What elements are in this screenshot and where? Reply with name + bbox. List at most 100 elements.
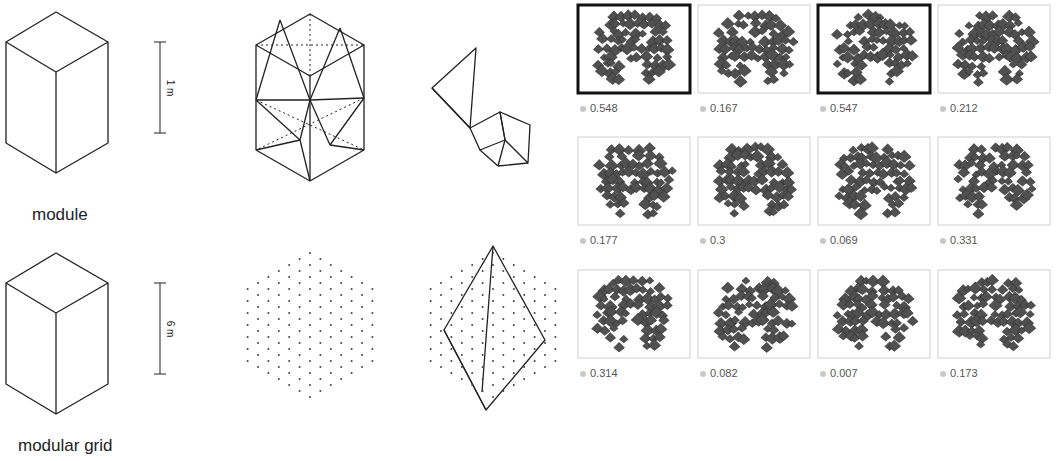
grid-dot <box>351 324 353 326</box>
grid-dot <box>278 294 280 296</box>
module-piece <box>894 199 904 208</box>
grid-dot <box>278 354 280 356</box>
grid-dot <box>492 384 494 386</box>
module-piece <box>721 282 734 293</box>
module-piece <box>889 207 900 217</box>
grid-dot <box>288 336 290 338</box>
module-piece <box>639 30 647 37</box>
grid-dot <box>482 330 484 332</box>
grid-dot <box>340 354 342 356</box>
module-piece <box>739 201 750 211</box>
thumbnail-frame <box>578 5 690 93</box>
module-piece <box>1021 189 1034 201</box>
grid-dot <box>247 312 249 314</box>
grid-dot <box>257 366 259 368</box>
grid-dot <box>267 348 269 350</box>
grid-dot <box>319 366 321 368</box>
grid-dot <box>288 264 290 266</box>
grid-dot <box>299 318 301 320</box>
caption-label: module <box>32 206 88 225</box>
grid-dot <box>309 348 311 350</box>
cluster <box>952 274 1036 351</box>
grid-dot <box>319 330 321 332</box>
grid-dot <box>288 324 290 326</box>
module-piece <box>769 208 778 216</box>
module-piece <box>756 174 768 185</box>
grid-dot <box>278 342 280 344</box>
grid-dot <box>492 336 494 338</box>
caption-label: modular grid <box>18 437 113 456</box>
grid-dot <box>461 342 463 344</box>
cluster <box>713 10 798 87</box>
module-piece <box>906 182 917 192</box>
module-piece <box>869 43 878 51</box>
grid-dot <box>450 336 452 338</box>
module-piece <box>895 176 904 184</box>
grid-dot <box>482 366 484 368</box>
grid-dot <box>371 312 373 314</box>
grid-dot <box>450 300 452 302</box>
grid-dot <box>544 342 546 344</box>
module-piece <box>965 22 973 29</box>
module-piece <box>973 208 984 218</box>
module-piece <box>1003 166 1016 178</box>
thumbnail-frame <box>578 270 690 358</box>
grid-dot <box>554 312 556 314</box>
grid-dot <box>330 288 332 290</box>
score-label: 0.082 <box>710 367 738 379</box>
grid-dot <box>247 348 249 350</box>
grid-dot <box>257 282 259 284</box>
module-piece <box>997 285 1008 295</box>
module-piece <box>618 36 626 43</box>
grid-dot <box>513 312 515 314</box>
grid-dot <box>523 330 525 332</box>
module-piece <box>887 184 895 192</box>
grid-dot <box>319 318 321 320</box>
grid-dot <box>340 342 342 344</box>
module-piece <box>719 43 731 54</box>
grid-dot <box>461 378 463 380</box>
module-piece <box>1026 301 1035 309</box>
grid-dot <box>513 288 515 290</box>
grid-dot <box>502 318 504 320</box>
grid-dot <box>361 330 363 332</box>
grid-dot <box>482 306 484 308</box>
module-piece <box>854 342 863 350</box>
grid-dot <box>371 360 373 362</box>
module-piece <box>730 316 739 324</box>
module-piece <box>605 333 615 342</box>
grid-dot <box>288 312 290 314</box>
module-piece <box>986 182 997 192</box>
module-piece <box>965 68 973 75</box>
grid-dot <box>278 306 280 308</box>
module-piece <box>831 29 842 39</box>
module-piece <box>646 277 654 284</box>
module-piece <box>857 330 869 341</box>
module-piece <box>989 299 1002 311</box>
module-piece <box>615 209 625 218</box>
module-piece <box>757 290 768 300</box>
module-piece <box>1013 152 1021 159</box>
cluster <box>954 142 1036 218</box>
module-piece <box>1024 41 1035 51</box>
module-piece <box>745 301 753 308</box>
score-label: 0.177 <box>590 234 618 246</box>
thumbnail-frame <box>578 137 690 225</box>
grid-dot <box>340 318 342 320</box>
grid-dot <box>440 342 442 344</box>
grid-dot <box>278 330 280 332</box>
module-piece <box>761 342 772 352</box>
module-piece <box>654 283 665 293</box>
module-piece <box>785 60 793 67</box>
grid-dot <box>502 258 504 260</box>
grid-dot <box>299 390 301 392</box>
cluster <box>831 9 918 86</box>
grid-dot <box>247 324 249 326</box>
grid-dot <box>461 330 463 332</box>
module-piece <box>907 316 918 326</box>
module-piece <box>905 35 917 46</box>
grid-dot <box>361 282 363 284</box>
module-piece <box>641 158 653 169</box>
grid-dot <box>482 258 484 260</box>
